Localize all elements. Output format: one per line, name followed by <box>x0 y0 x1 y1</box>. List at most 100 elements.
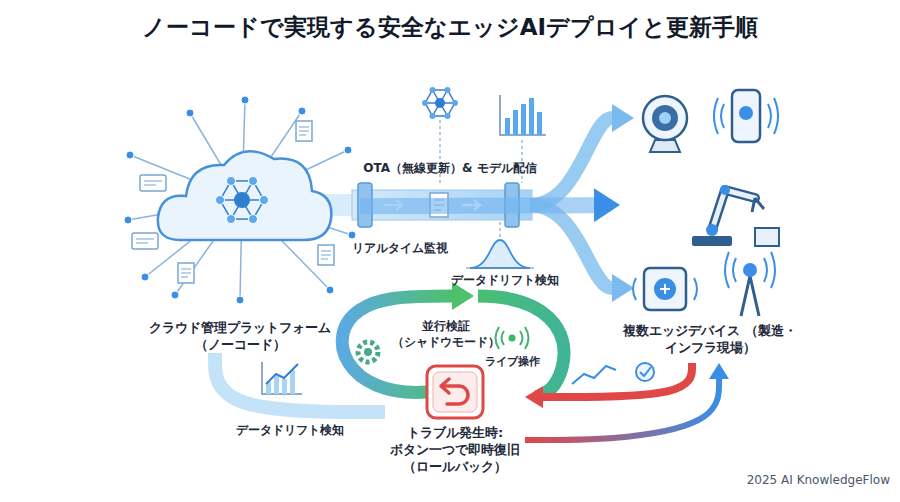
document-icon <box>318 245 334 265</box>
ai-network-icon <box>445 87 451 93</box>
fan-arrow <box>530 118 612 205</box>
network-dot <box>249 176 258 185</box>
trend-chart-icon <box>262 362 302 394</box>
status-check-icon <box>636 363 654 381</box>
document-icon <box>321 251 331 259</box>
robot-arm-icon <box>706 224 718 236</box>
package-icon <box>755 228 779 246</box>
trend-chart-icon <box>290 370 295 394</box>
ai-network-icon <box>435 98 445 108</box>
rollback-button <box>433 372 477 412</box>
live-signal-icon <box>496 327 529 349</box>
status-check-icon <box>640 367 651 376</box>
gear-icon <box>358 342 378 362</box>
robot-arm-icon <box>720 185 730 195</box>
network-dot <box>326 286 334 294</box>
network-dot <box>249 215 258 224</box>
node-label: トラブル発生時: ボタン一つで即時復旧 （ロールバック） <box>385 424 525 475</box>
status-check-icon <box>572 366 616 384</box>
live-signal-icon <box>509 335 516 342</box>
bar-chart-icon <box>513 110 518 135</box>
drift-curve-icon <box>470 240 530 268</box>
ai-network-icon <box>430 113 436 119</box>
robot-arm-icon <box>712 190 755 230</box>
flow-connector <box>525 379 719 440</box>
network-dot <box>126 151 134 159</box>
ai-network-icon <box>452 100 458 106</box>
connector-label: データドリフト検知 <box>225 422 355 438</box>
camera-icon <box>650 140 680 152</box>
edge-box-icon <box>660 284 670 294</box>
network-dot <box>171 291 179 299</box>
robot-arm-icon <box>692 236 732 246</box>
signal-wave <box>714 98 778 134</box>
document-icon <box>178 263 194 283</box>
bar-chart-icon <box>537 112 542 135</box>
trend-chart-icon <box>274 376 279 394</box>
document-icon <box>296 121 312 141</box>
drift-label: データドリフト検知 <box>445 272 565 288</box>
cloud-platform: クラウド管理プラットフォーム （ノーコード） <box>120 95 360 353</box>
drift-curve-icon <box>499 222 501 240</box>
node-label: クラウド管理プラットフォーム （ノーコード） <box>120 319 360 353</box>
robot-arm-icon <box>712 190 755 230</box>
network-dot <box>344 146 352 154</box>
document-icon <box>299 127 309 135</box>
network-dot <box>227 176 236 185</box>
node-label: 複数エッジデバイス （製造・インフラ現場） <box>620 322 800 356</box>
network-dot <box>216 196 225 205</box>
signal-wave <box>633 278 697 300</box>
live-label: ライブ操作 <box>480 354 544 370</box>
flow-connector <box>360 205 594 206</box>
antenna-icon <box>741 276 759 316</box>
network-dot <box>141 273 149 281</box>
camera-icon <box>652 105 678 131</box>
shadow-mode-label: 並行検証 （シャドウモード） <box>388 318 504 350</box>
gear-icon <box>358 342 378 362</box>
ai-network-icon <box>422 100 428 106</box>
ai-network-icon <box>425 90 455 116</box>
node-text-group: 複数エッジデバイス （製造・インフラ現場） <box>620 322 800 356</box>
connector-label: OTA（無線更新）& モデル配信 <box>345 160 555 176</box>
trend-chart-icon <box>266 364 298 384</box>
sensor-device-icon <box>739 106 753 120</box>
bar-chart-icon <box>529 98 534 135</box>
network-dot <box>298 107 306 115</box>
ai-network-icon <box>430 87 436 93</box>
flow-connector <box>215 353 385 412</box>
robot-arm-icon <box>752 198 764 212</box>
network-dot <box>227 215 236 224</box>
bar-chart-icon <box>521 104 526 135</box>
status-check-icon <box>572 363 654 384</box>
network-dot <box>260 196 269 205</box>
drift-curve-icon <box>466 267 534 268</box>
bar-chart-icon <box>500 95 546 135</box>
network-dot <box>124 216 132 224</box>
undo-icon <box>443 386 468 404</box>
diagram-title: ノーコードで実現する安全なエッジAIデプロイと更新手順 <box>0 12 900 42</box>
node-text-group: トラブル発生時: ボタン一つで即時復旧 （ロールバック） <box>385 424 525 475</box>
panel-icon <box>140 175 166 191</box>
trend-chart-icon <box>262 362 302 394</box>
live-signal-icon <box>496 327 529 349</box>
trend-chart-icon <box>282 379 287 394</box>
panel-icon <box>132 233 158 249</box>
network-dot <box>241 96 249 104</box>
camera-icon <box>643 96 687 140</box>
network-dot <box>186 109 194 117</box>
node-text-group: クラウド管理プラットフォーム （ノーコード） <box>120 319 360 353</box>
edge-box-icon <box>644 268 686 310</box>
edge-box-icon <box>654 278 676 300</box>
edge-device-group: 複数エッジデバイス （製造・インフラ現場） <box>620 78 800 363</box>
document-icon <box>181 269 191 277</box>
antenna-icon <box>743 263 757 277</box>
drift-curve-icon <box>466 222 534 268</box>
undo-icon <box>441 379 449 393</box>
watermark: 2025 AI KnowledgeFlow <box>740 472 890 488</box>
cloud-platform-outline <box>120 95 360 353</box>
gear-icon <box>364 348 372 356</box>
ai-network-icon <box>445 113 451 119</box>
panel-icon <box>136 239 154 243</box>
flow-connector <box>543 363 692 397</box>
